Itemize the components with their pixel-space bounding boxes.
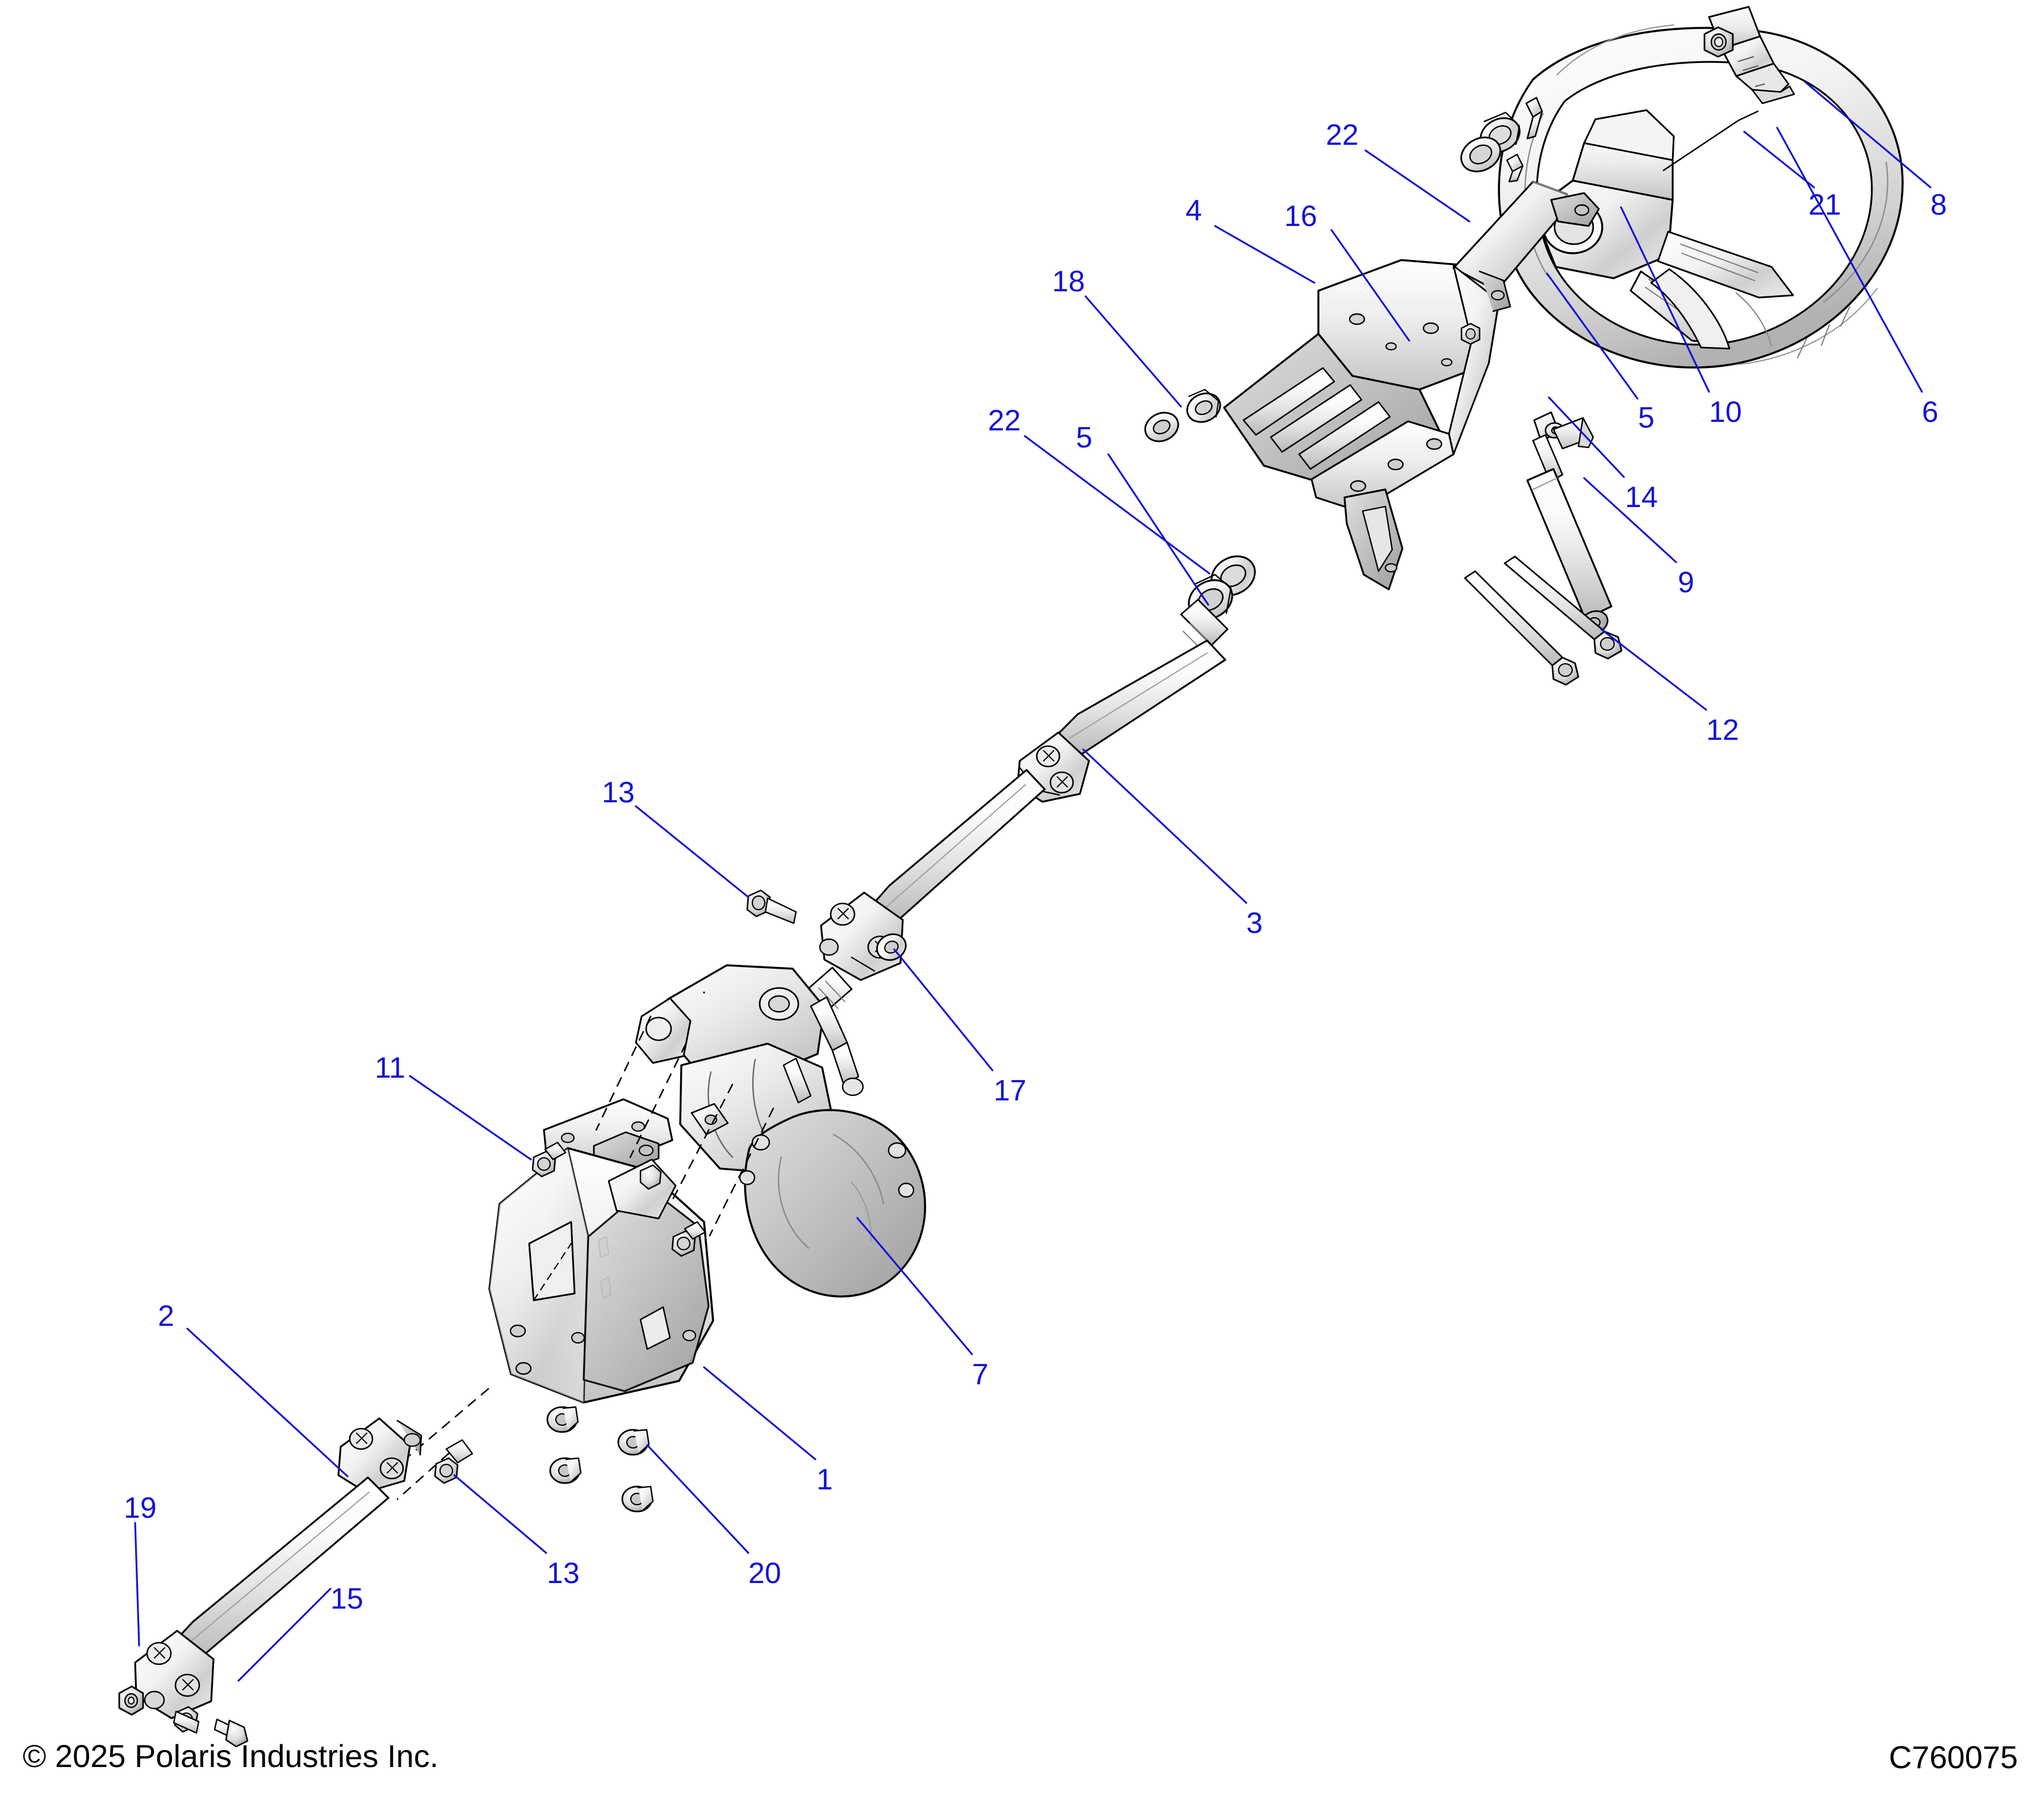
leader-line-8 [1804,81,1932,189]
callout-label-14: 14 [1625,481,1658,514]
tilt-bracket-part-4 [1223,181,1600,591]
drawing-number: C760075 [1888,1739,2018,1775]
leader-line-18 [1084,295,1182,408]
callout-label-8: 8 [1930,189,1947,221]
leader-line-1 [703,1366,816,1460]
callout-label-12: 12 [1706,714,1739,747]
callout-label-18: 18 [1052,265,1085,298]
leader-line-4 [1214,225,1316,284]
leader-line-10 [1620,206,1710,393]
copyright-notice: © 2025 Polaris Industries Inc. [23,1738,439,1774]
leader-line-5-left [1107,453,1209,606]
long-bolt-part-12 [1464,555,1623,686]
callout-label-13-up: 13 [602,776,635,809]
callout-label-4: 4 [1186,194,1202,227]
callout-label-22-mid: 22 [988,404,1021,437]
callout-label-17: 17 [994,1074,1027,1107]
eps-unit-part-7 [635,964,927,1298]
callout-label-20: 20 [748,1557,781,1590]
flange-bolt-part-11 [531,1141,706,1257]
callout-label-9: 9 [1678,566,1694,599]
leader-line-22-top [1364,149,1471,223]
leader-line-5-right [1546,273,1639,400]
leader-line-17 [893,948,994,1071]
callout-label-6: 6 [1922,396,1938,429]
leader-line-2 [186,1328,349,1477]
leader-line-16 [1330,229,1410,342]
leader-line-22-mid [1024,435,1211,575]
hex-flange-bolt-upper-part-13 [746,889,797,924]
leader-line-3 [1082,748,1247,904]
callout-label-19: 19 [124,1492,157,1525]
callout-label-1: 1 [816,1463,833,1496]
leader-line-9 [1583,477,1677,563]
leader-line-20 [646,1444,749,1554]
gas-strut-part-14 [1526,411,1612,635]
lower-steering-shaft-part-2 [134,1417,422,1719]
callout-label-21: 21 [1808,189,1841,221]
leader-line-14 [1548,396,1625,478]
leader-line-15 [237,1588,332,1682]
leader-line-11 [409,1075,532,1161]
callout-label-2: 2 [158,1300,174,1333]
leader-line-7 [856,1217,973,1355]
hub-hardware-part-10 [1460,97,1543,183]
callout-label-16: 16 [1284,200,1317,233]
leader-line-19 [134,1522,140,1647]
flange-nut-part-20 [546,1406,654,1513]
callout-label-5-right: 5 [1638,401,1655,434]
callout-label-13-low: 13 [547,1557,580,1590]
lock-nut-part-21 [1703,26,1734,58]
leader-line-21 [1743,131,1815,189]
intermediate-shaft-part-3 [795,598,1229,1023]
callout-label-5-left: 5 [1076,421,1092,454]
callout-label-22-top: 22 [1326,119,1359,152]
callout-label-11: 11 [375,1052,405,1085]
callout-label-10: 10 [1709,396,1742,429]
bushing-part-18 [1144,388,1221,442]
spacer-part-22 [1208,323,1481,575]
leader-line-13-up [635,805,749,898]
steering-wheel-part-6 [1498,24,1904,369]
callout-label-3: 3 [1246,907,1263,940]
callout-label-15: 15 [330,1582,363,1615]
leader-line-12 [1600,628,1707,711]
leader-line-6 [1776,127,1923,393]
hex-nut-part-19 [118,1685,144,1716]
leader-line-13-low [453,1474,547,1554]
callout-label-7: 7 [972,1358,989,1391]
hex-flange-bolt-lower-part-13 [434,1439,474,1484]
pinch-bolt-part-15 [173,1706,249,1748]
bearing-part-5 [1188,555,1256,620]
